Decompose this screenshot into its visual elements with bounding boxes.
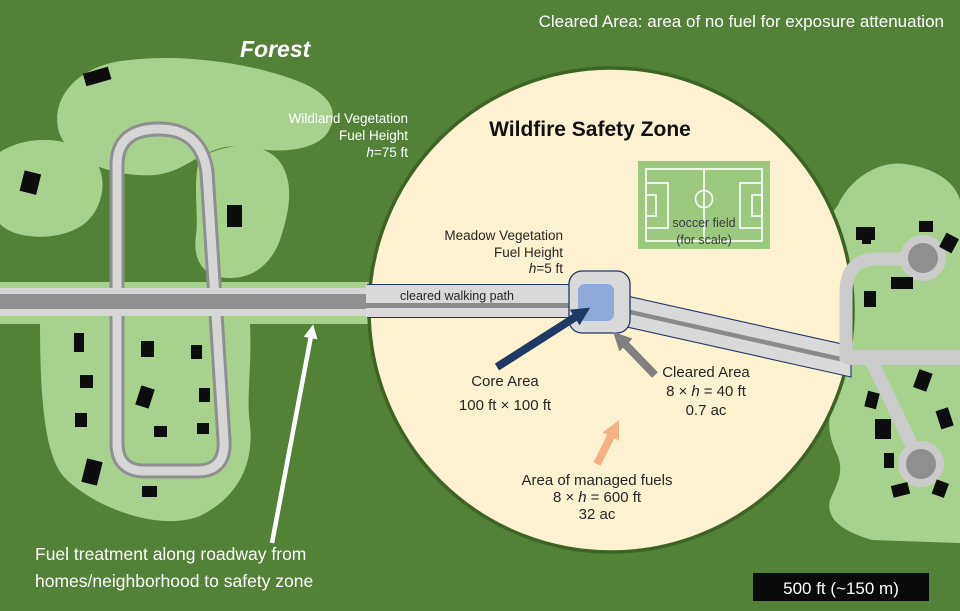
meadow-vegetation-label: Meadow Vegetation Fuel Height h=5 ft	[444, 228, 563, 276]
svg-text:8 ×h= 600 ft: 8 ×h= 600 ft	[553, 489, 642, 506]
wildland-vegetation-label: Wildland Vegetation Fuel Height h=75 ft	[289, 111, 409, 160]
svg-text:Fuel Height: Fuel Height	[494, 245, 563, 260]
fuel-treatment-arrow-icon	[269, 324, 318, 544]
neighborhood-loop-road	[109, 121, 232, 479]
svg-text:Wildland Vegetation: Wildland Vegetation	[289, 111, 408, 126]
scale-bar-label: 500 ft (~150 m)	[783, 579, 899, 598]
walking-path-label: cleared walking path	[400, 289, 514, 303]
soccer-field-label-1: soccer field	[672, 216, 735, 230]
cleared-area	[568, 270, 631, 334]
svg-text:Fuel treatment along roadway f: Fuel treatment along roadway from	[35, 544, 306, 564]
svg-text:Meadow Vegetation: Meadow Vegetation	[444, 228, 563, 243]
svg-text:h=5 ft: h=5 ft	[529, 261, 563, 276]
svg-text:Fuel Height: Fuel Height	[339, 128, 408, 143]
cleared-area-arrow-icon	[613, 331, 658, 378]
core-area-arrow-icon	[494, 307, 591, 371]
right-neighborhood-homes	[856, 221, 959, 498]
core-area-label: Core Area 100 ft × 100 ft	[459, 373, 552, 414]
svg-text:32 ac: 32 ac	[579, 506, 616, 523]
cleared-walking-path: cleared walking path	[366, 283, 580, 319]
left-neighborhood-homes	[19, 66, 242, 497]
soccer-field-label-2: (for scale)	[676, 233, 732, 247]
cleared-area-label: Cleared Area 8 ×h= 40 ft 0.7 ac	[662, 364, 750, 419]
zone-title: Wildfire Safety Zone	[489, 118, 691, 141]
core-area-square	[578, 284, 614, 321]
svg-text:100 ft × 100 ft: 100 ft × 100 ft	[459, 397, 552, 414]
svg-text:Core Area: Core Area	[471, 373, 539, 390]
soccer-field-icon: soccer field (for scale)	[638, 161, 770, 249]
svg-text:0.7 ac: 0.7 ac	[686, 402, 727, 419]
scale-bar: 500 ft (~150 m)	[753, 573, 929, 601]
svg-text:h=75 ft: h=75 ft	[366, 145, 408, 160]
svg-text:homes/neighborhood to safety z: homes/neighborhood to safety zone	[35, 571, 313, 591]
svg-text:8 ×h= 40 ft: 8 ×h= 40 ft	[666, 383, 747, 400]
top-note: Cleared Area: area of no fuel for exposu…	[539, 12, 944, 31]
main-road	[0, 288, 376, 316]
svg-text:Cleared Area: Cleared Area	[662, 364, 750, 381]
managed-fuels-label: Area of managed fuels 8 ×h= 600 ft 32 ac	[522, 472, 673, 523]
svg-text:Area of managed fuels: Area of managed fuels	[522, 472, 673, 489]
managed-fuels-arrow-icon	[593, 420, 619, 466]
fuel-treatment-note: Fuel treatment along roadway from homes/…	[35, 544, 313, 591]
right-access-roads	[839, 235, 960, 487]
forest-label: Forest	[240, 36, 312, 62]
